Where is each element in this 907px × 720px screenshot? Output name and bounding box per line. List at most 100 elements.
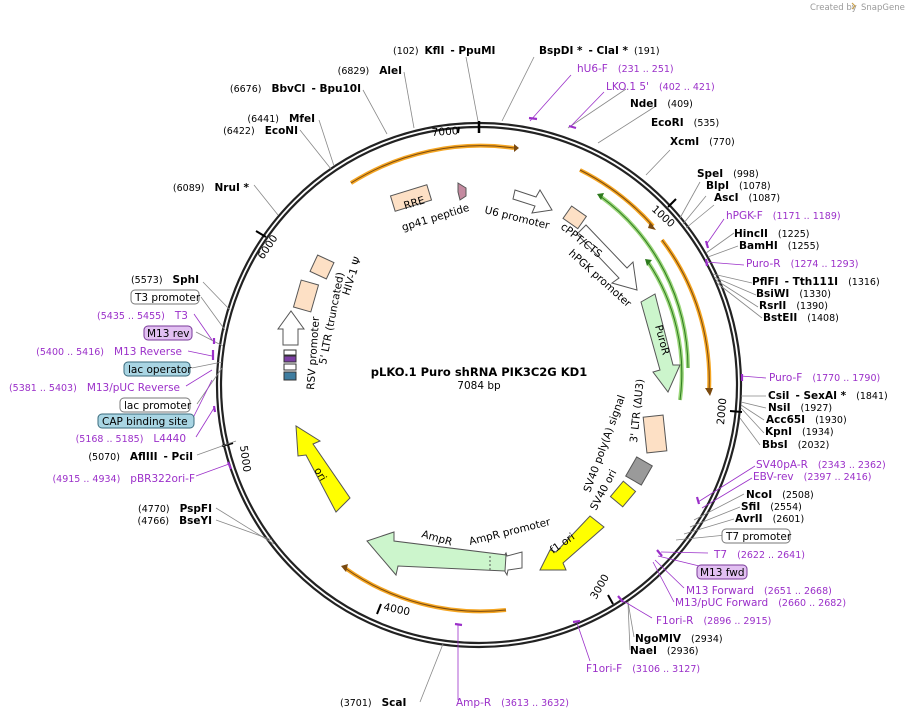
lac-operator-box[interactable] [123,361,191,377]
primer-ebvrev[interactable]: EBV-rev(2397 .. 2416) [753,471,872,483]
leader-l35 [619,598,653,619]
puror-feature[interactable] [640,293,681,393]
primer-m13-reverse[interactable]: (5400 .. 5416)M13 Reverse [36,346,182,358]
site-acc65i[interactable]: Acc65I(1930) [766,414,847,426]
feature-shapes[interactable] [277,182,681,577]
m13-fwd-box[interactable] [696,564,748,580]
primer-m13-forward[interactable]: M13 Forward(2651 .. 2668) [686,585,832,597]
site-ecori[interactable]: EcoRI(535) [651,117,719,129]
site-bamhi[interactable]: BamHI(1255) [739,240,819,252]
tick-label-7000: 7000 [431,125,459,139]
site-blpi[interactable]: BlpI(1078) [706,180,771,192]
primer-purof[interactable]: Puro-F(1770 .. 1790) [769,372,880,384]
leader-l44 [196,440,237,456]
primer-ampr[interactable]: Amp-R(3613 .. 3632) [456,697,569,709]
site-xcmi[interactable]: XcmI(770) [670,136,735,148]
cppt-cts-feature[interactable] [562,205,588,230]
cap-binding-site-box[interactable] [97,413,195,429]
site-naei[interactable]: NaeI(2936) [630,645,699,657]
lac-promoter-feature[interactable] [283,363,297,371]
label-rsv-promoter: RSV promoter [305,316,322,391]
marker-f1orif [572,619,581,624]
ori-feature[interactable] [295,425,351,513]
leader-l55 [253,184,279,216]
ampr-feature[interactable] [366,531,507,577]
primer-sv40par[interactable]: SV40pA-R(2343 .. 2362) [756,459,886,471]
site-scai[interactable]: (3701)ScaI [340,697,406,709]
site-asci[interactable]: AscI(1087) [714,192,780,204]
u6-promoter-feature[interactable] [512,189,553,214]
site-afliii[interactable]: (5070)AflIII- PciI [88,451,193,463]
f1-ori-feature[interactable] [539,515,605,571]
site-csii[interactable]: CsiI- SexAI *(1841) [768,390,888,402]
site-bsteii[interactable]: BstEII(1408) [763,312,839,324]
primer-lko15[interactable]: LKO.1 5'(402 .. 421) [606,81,715,93]
t3-promoter-box[interactable] [130,289,200,305]
site-sfii[interactable]: SfiI(2554) [741,501,802,513]
site-rsrii[interactable]: RsrII(1390) [759,300,828,312]
label-t7-promoter: T7 promoter [725,531,792,543]
t3-promoter-feature[interactable] [283,349,297,356]
rre-feature[interactable] [389,184,433,212]
site-nrui[interactable]: (6089)NruI * [173,182,250,194]
leader-l51 [195,331,224,347]
hiv1-psi-feature[interactable] [309,254,335,280]
site-bsiwi[interactable]: BsiWI(1330) [756,288,831,300]
lac-promoter-box[interactable] [119,397,191,413]
site-kpni[interactable]: KpnI(1934) [765,426,834,438]
primer-t3[interactable]: (5435 .. 5455)T3 [97,310,188,322]
site-labels[interactable]: (102)KflI- PpuMI BspDI *- ClaI *(191) hU… [9,45,888,709]
primer-t7[interactable]: T7(2622 .. 2641) [713,549,805,561]
tick-1000 [667,198,677,208]
t7-promoter-box[interactable] [721,528,791,544]
leader-l59 [403,71,415,129]
primer-puror[interactable]: Puro-R(1274 .. 1293) [746,258,858,270]
3ltr-feature[interactable] [642,414,668,454]
site-ngomiv[interactable]: NgoMIV(2934) [635,633,723,645]
hpgk-promoter-feature[interactable] [576,224,638,291]
primer-m13puc-forward[interactable]: M13/pUC Forward(2660 .. 2682) [675,597,846,609]
site-spei[interactable]: SpeI(998) [697,168,759,180]
tick-label-5000: 5000 [237,445,253,473]
site-bbvci[interactable]: (6676)BbvCI- Bpu10I [230,83,361,95]
site-sphi[interactable]: (5573)SphI [131,274,199,286]
site-kfli[interactable]: (102)KflI- PpuMI [393,45,495,57]
leader-l58 [362,89,388,135]
m13-rev-box[interactable] [143,325,193,341]
tick-3000 [607,594,614,605]
site-bbsi[interactable]: BbsI(2032) [762,439,829,451]
site-hincii[interactable]: HincII(1225) [734,228,810,240]
leader-l31 [660,551,709,554]
site-ndei[interactable]: NdeI(409) [630,98,693,110]
leader-lines [191,56,767,703]
sv40-ori-feature[interactable] [609,480,637,508]
site-econi[interactable]: (6422)EcoNI [223,125,298,137]
primer-f1orir[interactable]: F1ori-R(2896 .. 2915) [656,615,771,627]
label-lac-promoter: lac promoter [124,400,192,412]
5ltr-feature[interactable] [292,279,320,313]
site-pflfi[interactable]: PflFI- Tth111I(1316) [752,276,880,288]
primer-hpgkf[interactable]: hPGK-F(1171 .. 1189) [726,210,841,222]
leader-l18 [716,282,763,319]
rsv-promoter-feature[interactable] [277,310,305,346]
lac-operator-feature[interactable] [283,371,297,381]
primer-m13puc-reverse[interactable]: (5381 .. 5403)M13/pUC Reverse [9,382,180,394]
primer-l4440[interactable]: (5168 .. 5185)L4440 [76,433,186,445]
primer-pbr322orif[interactable]: (4915 .. 4934)pBR322ori-F [52,473,195,485]
site-mfei[interactable]: (6441)MfeI [247,113,315,125]
site-bspdi[interactable]: BspDI *- ClaI *(191) [539,45,660,57]
leader-l8 [679,181,701,219]
site-bseyi[interactable]: (4766)BseYI [138,515,212,527]
label-t3-promoter: T3 promoter [134,292,201,304]
site-ncoi[interactable]: NcoI(2508) [746,489,814,501]
primer-f1orif[interactable]: F1ori-F(3106 .. 3127) [586,663,700,675]
primer-hu6f[interactable]: hU6-F(231 .. 251) [577,63,674,75]
leader-l49 [191,361,223,369]
sv40-polya-feature[interactable] [625,456,653,486]
site-nsii[interactable]: NsiI(1927) [768,402,832,414]
site-alei[interactable]: (6829)AleI [338,65,402,77]
gp41-peptide-feature[interactable] [457,182,467,201]
site-pspfi[interactable]: (4770)PspFI [138,503,212,515]
m13-rev-feature[interactable] [283,355,297,363]
site-avrii[interactable]: AvrII(2601) [735,513,804,525]
